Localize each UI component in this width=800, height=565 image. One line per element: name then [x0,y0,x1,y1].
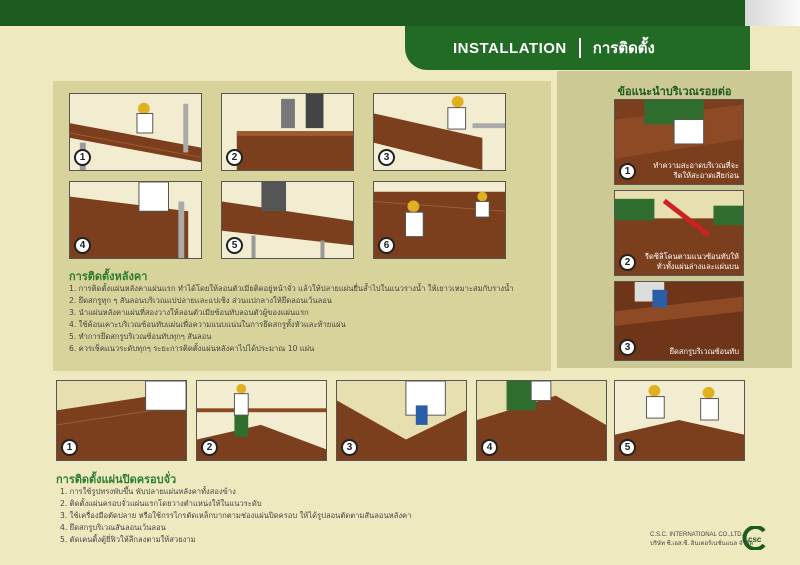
title-english: INSTALLATION [453,39,567,57]
step-number-badge: 3 [341,439,358,456]
photo-caption: ทำความสะอาดบริเวณที่จะรีดให้สะอาดเสียก่อ… [653,161,739,180]
step-number-badge: 3 [378,149,395,166]
list-item: 1. การติดตั้งแผ่นหลังคาแผ่นแรก ทำได้โดยใ… [69,284,514,293]
photo-caption: รีดซิลิโคนตามแนวซ้อนทับให้ทั่วทั้งแผ่นล่… [645,252,739,271]
list-item: 4. ใช้ค้อนเคาะบริเวณซ้อนทับแผ่นเพื่อความ… [69,320,346,329]
list-item: 3. ใช้เครื่องมือตัดปลาย หรือใช้กรรไกรตัด… [60,511,412,520]
roof-step-photo-6: 6 [373,181,506,259]
list-item: 5. ทำการยึดสกรูบริเวณซ้อนทับทุกๆ สันลอน [69,332,212,341]
ridge-step-photo-1: 1 [56,380,187,461]
logo-letters: csc [748,535,762,544]
list-item: 2. ยึดสกรูทุก ๆ สันลอนบริเวณแปปลายและแปเ… [69,296,332,305]
company-name-english: C.S.C. INTERNATIONAL CO.,LTD. [650,532,744,538]
roof-step-photo-3: 3 [373,93,506,171]
step-number-badge: 4 [481,439,498,456]
list-item: 1. การใช้รูปทรงพับขึ้น พับปลายแผ่นหลังคา… [60,487,236,496]
list-item: 2. ติดตั้งแผ่นครอบจั่วแผ่นแรกโดยวางตำแหน… [60,499,262,508]
title-divider [578,38,581,58]
ridge-step-photo-2: 2 [196,380,327,461]
step-number-badge: 4 [74,237,91,254]
list-item: 5. ตัดเคนติ้งตู้ยี่ฟิวให้ลึกลงตามให้สวยง… [60,535,196,544]
company-name-thai: บริษัท ซี.เอส.ซี. อินเตอร์เนชั่นแนล จำกั… [650,541,754,547]
roof-step-photo-1: 1 [69,93,202,171]
ridge-steps-list: 1. การใช้รูปทรงพับขึ้น พับปลายแผ่นหลังคา… [60,486,620,546]
step-number-badge: 5 [226,237,243,254]
list-item: 3. นำแผ่นหลังคาแผ่นที่สองวางให้ลอนตัวเมี… [69,308,309,317]
overlap-photo-3: 3 ยึดสกรูบริเวณซ้อนทับ [614,281,744,361]
step-number-badge: 5 [619,439,636,456]
ridge-step-photo-4: 4 [476,380,607,461]
roof-step-photo-4: 4 [69,181,202,259]
ridge-step-photo-3: 3 [336,380,467,461]
roof-step-photo-5: 5 [221,181,354,259]
company-logo-icon: csc [742,526,766,550]
ridge-section-heading: การติดตั้งแผ่นปิดครอบจั่ว [56,473,177,486]
company-name: C.S.C. INTERNATIONAL CO.,LTD. บริษัท ซี.… [650,531,753,549]
list-item: 4. ยึดสกรูบริเวณสันลอนเว้นลอน [60,523,166,532]
step-number-badge: 2 [201,439,218,456]
top-bar-accent [745,0,800,26]
photo-caption: ยึดสกรูบริเวณซ้อนทับ [669,346,739,356]
top-bar [0,0,745,26]
step-number-badge: 3 [619,339,636,356]
ridge-step-photo-5: 5 [614,380,745,461]
overlap-photo-2: 2 รีดซิลิโคนตามแนวซ้อนทับให้ทั่วทั้งแผ่น… [614,190,744,276]
step-number-badge: 2 [619,254,636,271]
title-tab: INSTALLATION การติดตั้ง [405,26,750,70]
step-number-badge: 2 [226,149,243,166]
step-number-badge: 1 [619,163,636,180]
title-thai: การติดตั้ง [592,39,655,57]
overlap-photo-1: 1 ทำความสะอาดบริเวณที่จะรีดให้สะอาดเสียก… [614,99,744,185]
list-item: 6. ควรเช็คแนวระดับทุกๆ ระยะการติดตั้งแผ่… [69,344,315,353]
step-number-badge: 1 [61,439,78,456]
roof-section-heading: การติดตั้งหลังคา [69,270,148,283]
step-number-badge: 6 [378,237,395,254]
roof-step-photo-2: 2 [221,93,354,171]
overlap-section-heading: ข้อแนะนำบริเวณรอยต่อ [617,85,732,98]
roof-steps-list: 1. การติดตั้งแผ่นหลังคาแผ่นแรก ทำได้โดยใ… [69,283,549,355]
step-number-badge: 1 [74,149,91,166]
